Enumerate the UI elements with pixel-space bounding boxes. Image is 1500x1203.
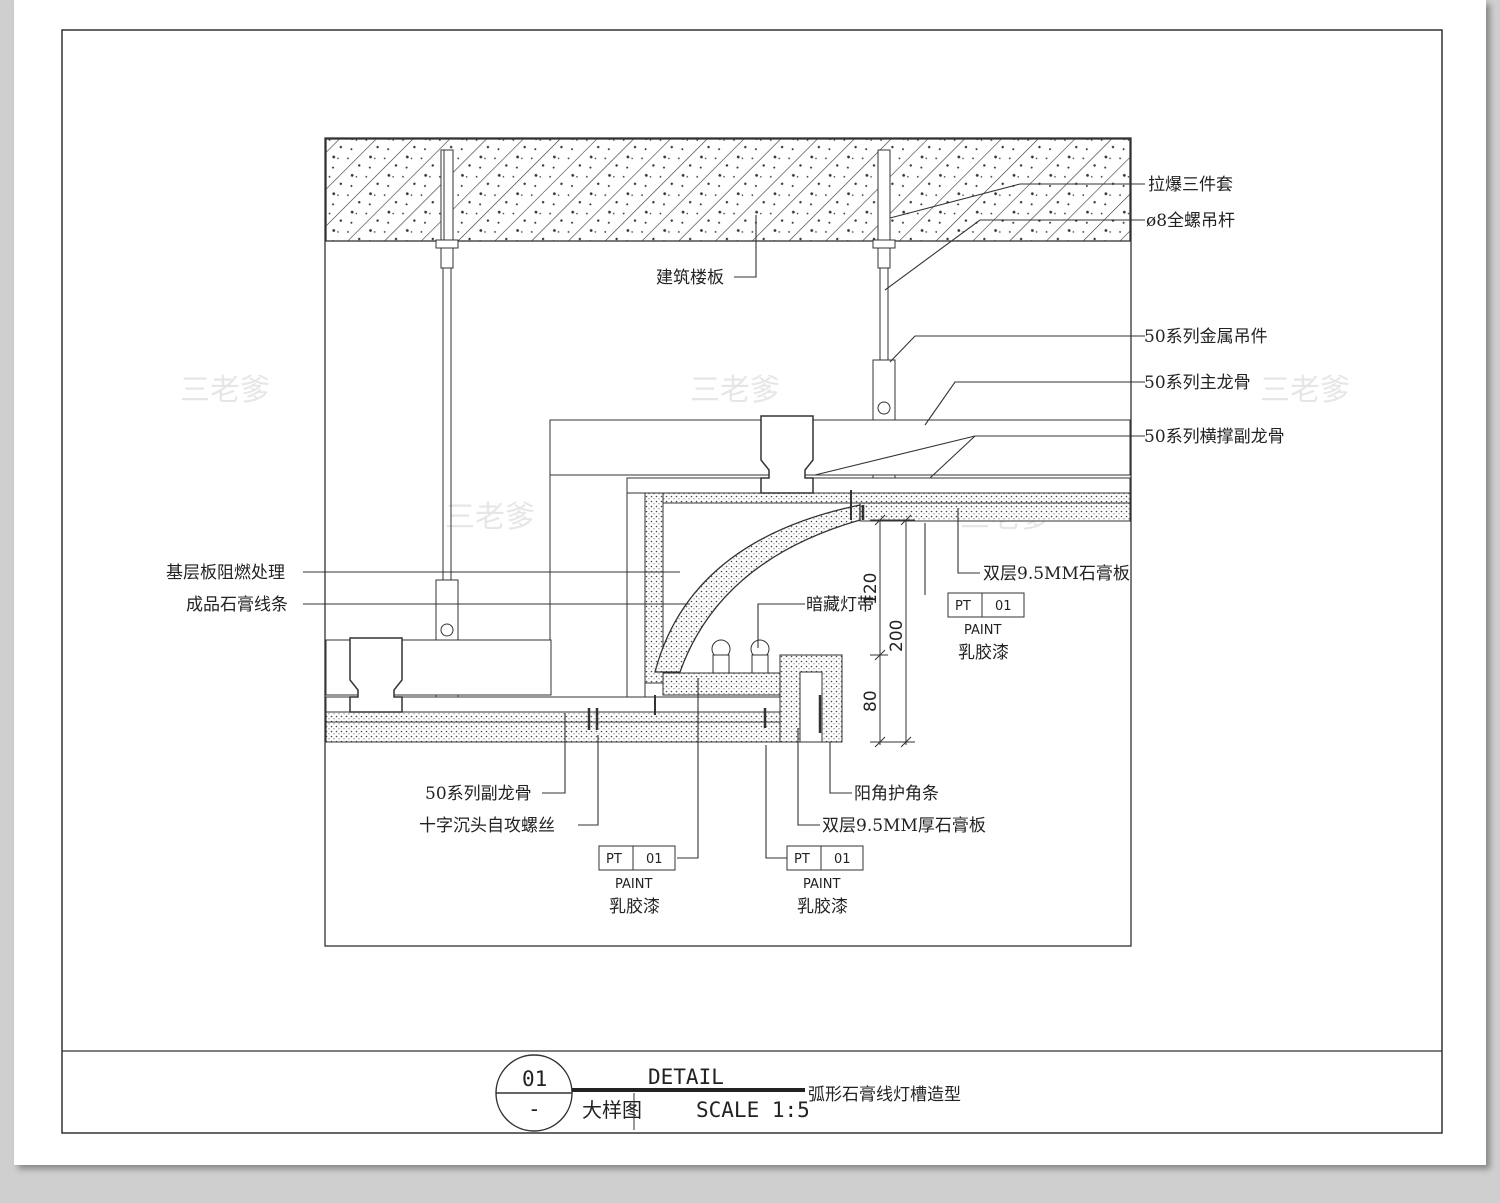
lower-main-keel bbox=[349, 637, 403, 713]
svg-text:乳胶漆: 乳胶漆 bbox=[797, 897, 848, 917]
title-description: 弧形石膏线灯槽造型 bbox=[808, 1084, 961, 1105]
watermark-1: 三老爹 bbox=[180, 373, 270, 408]
label-hanger: 50系列金属吊件 bbox=[1144, 327, 1268, 347]
paint-tag-3: PT 01 PAINT 乳胶漆 bbox=[786, 845, 864, 917]
svg-text:乳胶漆: 乳胶漆 bbox=[958, 643, 1009, 663]
svg-text:PT: PT bbox=[794, 852, 810, 867]
svg-text:PT: PT bbox=[955, 599, 971, 614]
upper-keel-band bbox=[626, 477, 1131, 494]
watermark-4: 三老爹 bbox=[445, 500, 535, 535]
title-detail: DETAIL bbox=[648, 1065, 724, 1089]
lower-board-1 bbox=[325, 711, 811, 723]
leader-lines bbox=[303, 183, 1145, 859]
label-sub-keel: 50系列副龙骨 bbox=[425, 784, 532, 804]
title-detail-cn: 大样图 bbox=[582, 1098, 642, 1122]
label-double-board-bottom: 双层9.5MM厚石膏板 bbox=[822, 815, 986, 836]
svg-text:乳胶漆: 乳胶漆 bbox=[609, 897, 660, 917]
title-dash: - bbox=[528, 1097, 541, 1121]
label-threaded-rod: ø8全螺吊杆 bbox=[1146, 211, 1235, 231]
dim-80: 80 bbox=[861, 690, 881, 712]
paint-tag-2: PT 01 PAINT 乳胶漆 bbox=[598, 845, 676, 917]
upper-main-keel bbox=[760, 415, 814, 494]
title-number: 01 bbox=[522, 1067, 547, 1091]
label-screw: 十字沉头自攻螺丝 bbox=[419, 816, 555, 836]
svg-text:PAINT: PAINT bbox=[803, 877, 840, 892]
svg-text:01: 01 bbox=[995, 599, 1012, 614]
curved-molding bbox=[654, 504, 861, 673]
dimension-lines bbox=[870, 514, 915, 748]
svg-text:01: 01 bbox=[834, 852, 851, 867]
upper-ceiling-frame bbox=[549, 419, 1131, 476]
upper-board-2 bbox=[859, 502, 1131, 522]
label-base-board: 基层板阻燃处理 bbox=[166, 563, 285, 583]
svg-text:PAINT: PAINT bbox=[615, 877, 652, 892]
title-block: 01 - DETAIL 大样图 SCALE 1:5 弧形石膏线灯槽造型 bbox=[495, 1054, 961, 1132]
watermark-2: 三老爹 bbox=[690, 373, 780, 408]
label-double-board-top: 双层9.5MM石膏板 bbox=[983, 563, 1130, 584]
dim-120: 120 bbox=[861, 573, 881, 605]
label-molding: 成品石膏线条 bbox=[186, 594, 288, 615]
label-led: 暗藏灯带 bbox=[806, 595, 874, 615]
label-slab: 建筑楼板 bbox=[656, 268, 724, 288]
title-scale: SCALE 1:5 bbox=[696, 1098, 810, 1122]
label-main-keel: 50系列主龙骨 bbox=[1144, 373, 1251, 393]
watermark-3: 三老爹 bbox=[1260, 373, 1350, 408]
label-corner-bead: 阳角护角条 bbox=[854, 784, 939, 804]
paint-tag-1: PT 01 PAINT 乳胶漆 bbox=[947, 592, 1025, 663]
svg-text:PAINT: PAINT bbox=[964, 623, 1001, 638]
dim-200: 200 bbox=[887, 620, 907, 652]
svg-text:PT: PT bbox=[606, 852, 622, 867]
label-expansion-bolt: 拉爆三件套 bbox=[1148, 175, 1233, 195]
upper-board-1 bbox=[644, 492, 1131, 504]
label-cross-keel: 50系列横撑副龙骨 bbox=[1144, 427, 1285, 447]
detail-border bbox=[324, 137, 1132, 947]
drawing-frame bbox=[61, 29, 1443, 1134]
svg-text:01: 01 bbox=[646, 852, 663, 867]
led-lamps bbox=[711, 639, 770, 674]
